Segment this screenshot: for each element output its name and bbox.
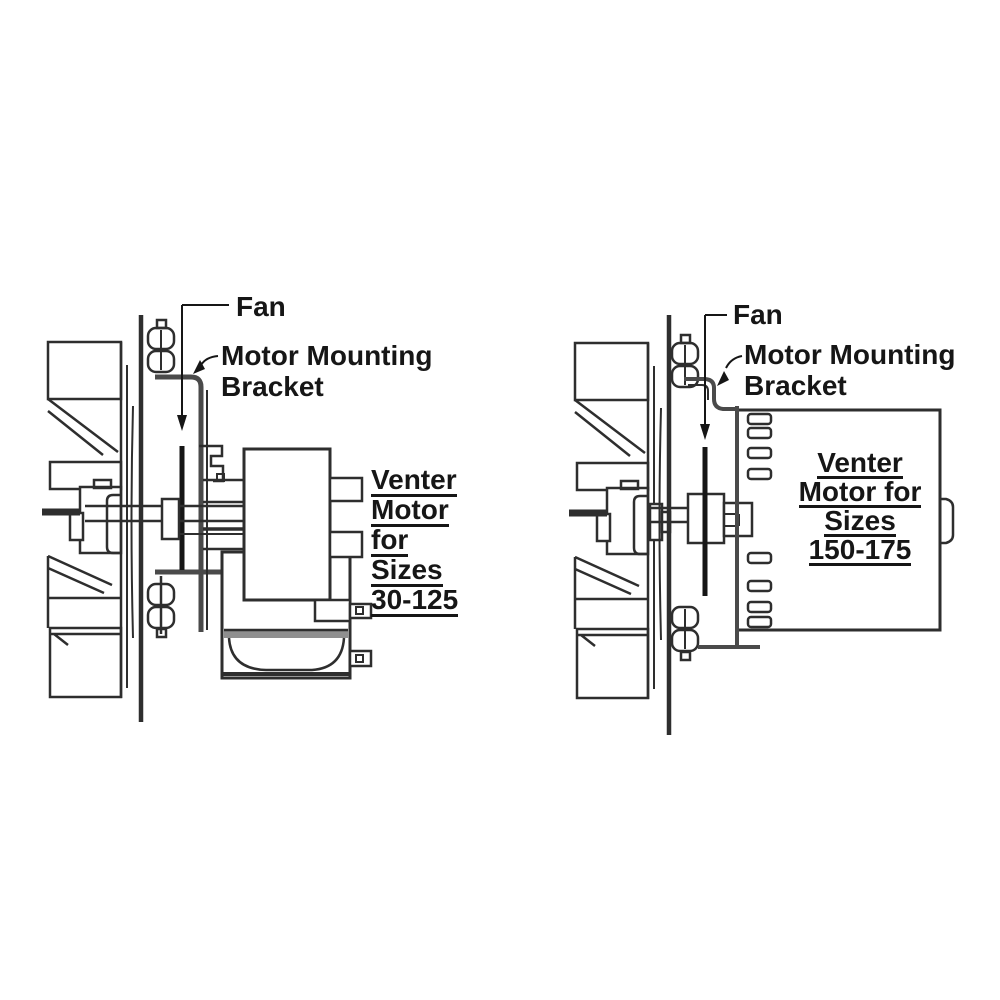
motor-size-label-right-line1: Venter — [817, 447, 903, 479]
fan-leader-line — [181, 304, 229, 415]
motor-size-label-left: Venter Motor for Sizes 30-125 — [371, 464, 459, 617]
motor-size-label-right-line3: Sizes — [824, 505, 896, 537]
venter-motor-30-125 — [203, 447, 373, 680]
bracket-arrowhead-icon — [193, 360, 205, 374]
motor-stator — [242, 447, 332, 602]
fan-pointer — [177, 304, 229, 570]
diagram-venter-motor-150-175 — [569, 314, 955, 735]
terminal-hole-lower — [355, 654, 364, 663]
motor-coil-tab-upper — [328, 476, 364, 503]
shaft-bushing — [160, 497, 181, 541]
motor-size-label-left-line3: for — [371, 524, 409, 557]
motor-mounting-bracket — [684, 377, 760, 649]
motor-mount-studs — [203, 478, 244, 551]
fan-arrowhead-icon — [177, 415, 187, 431]
terminal-step — [313, 598, 352, 623]
motor-size-label-left-line5: 30-125 — [371, 584, 459, 617]
motor-vent-slots — [746, 412, 773, 629]
bracket-arrowhead-icon — [717, 371, 729, 386]
bracket-label-right-line1: Motor Mounting — [744, 339, 956, 370]
motor-housing-bowl — [227, 637, 346, 672]
bracket-label-right-line2: Bracket — [744, 370, 847, 401]
fan-pointer — [700, 314, 727, 596]
bracket-inner-edge — [688, 384, 709, 400]
fan-label-left: Fan — [236, 291, 286, 322]
motor-size-label-left-line2: Motor — [371, 494, 449, 527]
vibration-grommet-bottom — [670, 605, 700, 653]
motor-size-label-right-line2: Motor for — [798, 476, 922, 508]
fan-arrowhead-icon — [700, 424, 710, 440]
motor-housing-band — [224, 630, 348, 638]
motor-size-label-left-line4: Sizes — [371, 554, 443, 587]
terminal-tab-lower — [348, 649, 373, 668]
vibration-grommet-top — [146, 326, 176, 374]
fan-label-right: Fan — [733, 299, 783, 330]
shaft-end-cap — [940, 497, 955, 545]
grommet-stem-bottom — [679, 650, 692, 662]
motor-size-label-right: Venter Motor for Sizes 150-175 — [792, 447, 928, 566]
fan-leader-line — [704, 314, 727, 424]
terminal-hole-upper — [355, 606, 364, 615]
bracket-label-left: Motor Mounting Bracket — [221, 340, 432, 402]
motor-coil-tab-lower — [328, 530, 364, 559]
bracket-label-left-line1: Motor Mounting — [221, 340, 433, 371]
fan-wheel — [569, 343, 654, 699]
motor-shaft — [85, 497, 244, 541]
motor-size-label-right-line4: 150-175 — [808, 534, 912, 566]
grommet-stem-top — [155, 318, 168, 330]
motor-size-label-left-line1: Venter — [371, 464, 457, 497]
grommet-stem-top — [679, 333, 692, 345]
diagram-venter-motor-30-125 — [42, 304, 373, 722]
bracket-leader-line — [725, 355, 743, 369]
bracket-leader-line — [200, 355, 219, 366]
bracket-label-right: Motor Mounting Bracket — [744, 339, 955, 401]
bracket-label-left-line2: Bracket — [221, 371, 324, 402]
